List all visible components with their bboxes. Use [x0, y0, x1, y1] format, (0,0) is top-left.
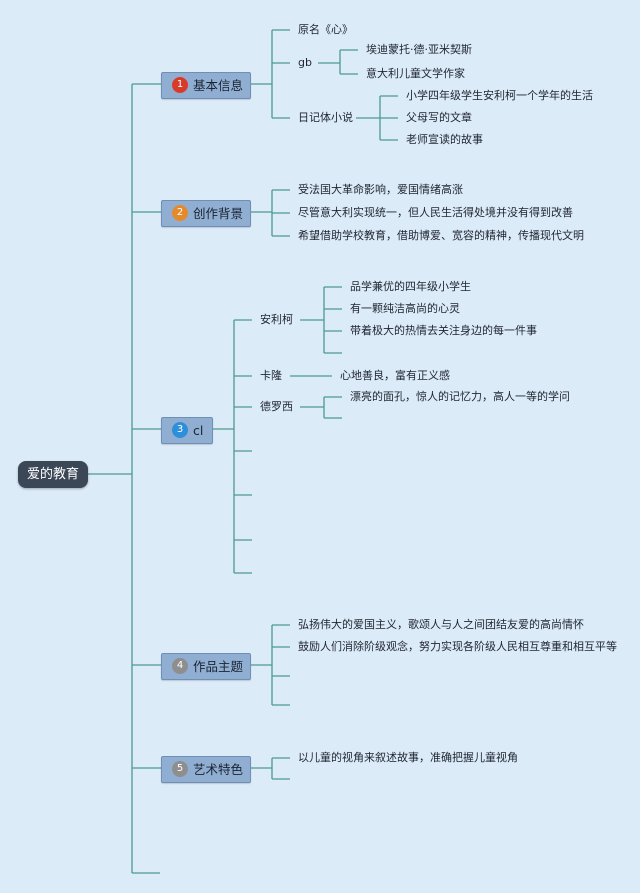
branch-label: 基本信息	[193, 78, 244, 93]
branch-cl[interactable]: 3 cl	[161, 417, 213, 444]
priority-2-icon: 2	[172, 205, 188, 221]
priority-5-icon: 5	[172, 761, 188, 777]
branch-basic-info[interactable]: 1 基本信息	[161, 72, 251, 99]
node-anlike-1[interactable]: 品学兼优的四年级小学生	[350, 280, 471, 293]
root-node[interactable]: 爱的教育	[18, 461, 88, 488]
node-diary-item-2[interactable]: 父母写的文章	[406, 111, 472, 124]
node-kalong[interactable]: 卡隆	[260, 369, 282, 382]
node-kalong-1[interactable]: 心地善良，富有正义感	[340, 369, 450, 382]
node-art-1[interactable]: 以儿童的视角来叙述故事，准确把握儿童视角	[298, 751, 518, 764]
node-deluoxi-1[interactable]: 漂亮的面孔，惊人的记忆力，高人一等的学问	[350, 390, 570, 403]
node-author-desc[interactable]: 意大利儿童文学作家	[366, 67, 465, 80]
branch-theme[interactable]: 4 作品主题	[161, 653, 251, 680]
priority-3-icon: 3	[172, 422, 188, 438]
node-original-title[interactable]: 原名《心》	[298, 23, 353, 36]
node-diary-item-1[interactable]: 小学四年级学生安利柯一个学年的生活	[406, 89, 593, 102]
branch-label: cl	[193, 423, 204, 438]
node-background-1[interactable]: 受法国大革命影响，爱国情绪高涨	[298, 183, 463, 196]
branch-label: 艺术特色	[193, 762, 244, 777]
node-theme-1[interactable]: 弘扬伟大的爱国主义，歌颂人与人之间团结友爱的高尚情怀	[298, 618, 584, 631]
branch-background[interactable]: 2 创作背景	[161, 200, 251, 227]
branch-label: 创作背景	[193, 206, 244, 221]
priority-1-icon: 1	[172, 77, 188, 93]
node-background-2[interactable]: 尽管意大利实现统一，但人民生活得处境并没有得到改善	[298, 206, 573, 219]
node-anlike[interactable]: 安利柯	[260, 313, 293, 326]
node-background-3[interactable]: 希望借助学校教育，借助博爱、宽容的精神，传播现代文明	[298, 229, 584, 242]
node-diary-novel[interactable]: 日记体小说	[298, 111, 353, 124]
node-theme-2[interactable]: 鼓励人们消除阶级观念，努力实现各阶级人民相互尊重和相互平等	[298, 640, 617, 653]
branch-label: 作品主题	[193, 659, 244, 674]
node-gb[interactable]: gb	[298, 56, 312, 69]
node-deluoxi[interactable]: 德罗西	[260, 400, 293, 413]
priority-4-icon: 4	[172, 658, 188, 674]
node-diary-item-3[interactable]: 老师宣读的故事	[406, 133, 483, 146]
node-anlike-3[interactable]: 带着极大的热情去关注身边的每一件事	[350, 324, 537, 337]
node-anlike-2[interactable]: 有一颗纯洁高尚的心灵	[350, 302, 460, 315]
branch-art-features[interactable]: 5 艺术特色	[161, 756, 251, 783]
node-author[interactable]: 埃迪蒙托·德·亚米契斯	[366, 43, 472, 56]
